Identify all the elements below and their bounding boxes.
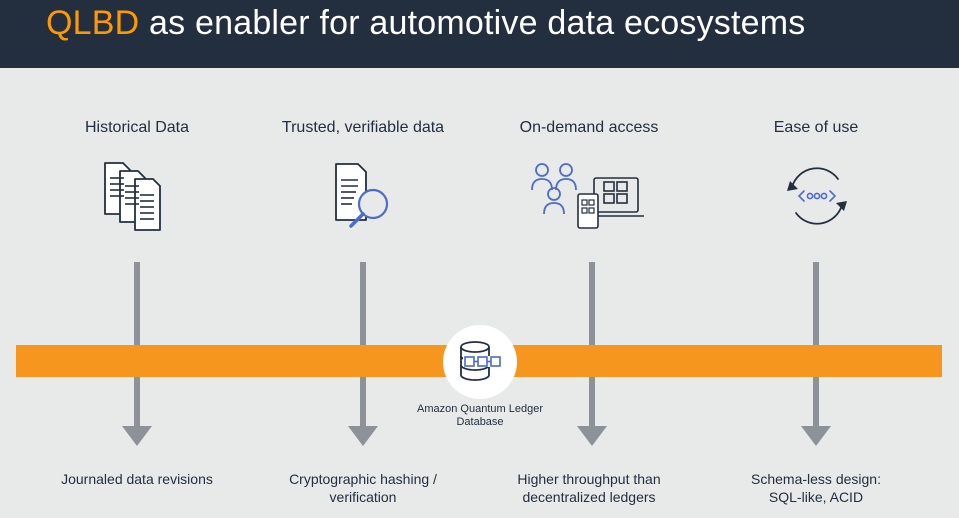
documents-stack-icon: [104, 162, 161, 231]
document-magnifier-icon: [335, 163, 389, 228]
column-title-trusted: Trusted, verifiable data: [281, 119, 445, 136]
column-bottom-ease: Schema-less design: SQL-like, ACID: [751, 471, 881, 505]
ledger-database-badge: [443, 325, 517, 399]
users-devices-icon: [531, 163, 644, 229]
column-title-historical: Historical Data: [84, 119, 190, 136]
ledger-database-icon: [460, 341, 501, 381]
page-title: QLBD as enabler for automotive data ecos…: [46, 4, 805, 43]
column-title-ease: Ease of use: [773, 119, 859, 136]
title-rest: as enabler for automotive data ecosystem…: [139, 4, 806, 42]
column-bottom-trusted: Cryptographic hashing / verification: [289, 471, 437, 505]
column-bottom-historical: Journaled data revisions: [61, 471, 213, 487]
header-bar: QLBD as enabler for automotive data ecos…: [0, 0, 959, 68]
code-cycle-icon: [787, 167, 847, 225]
column-title-on-demand: On-demand access: [519, 119, 659, 136]
title-accent: QLBD: [46, 4, 140, 42]
ledger-database-label: Amazon Quantum Ledger Database: [417, 403, 543, 428]
column-bottom-on-demand: Higher throughput than decentralized led…: [517, 471, 661, 505]
